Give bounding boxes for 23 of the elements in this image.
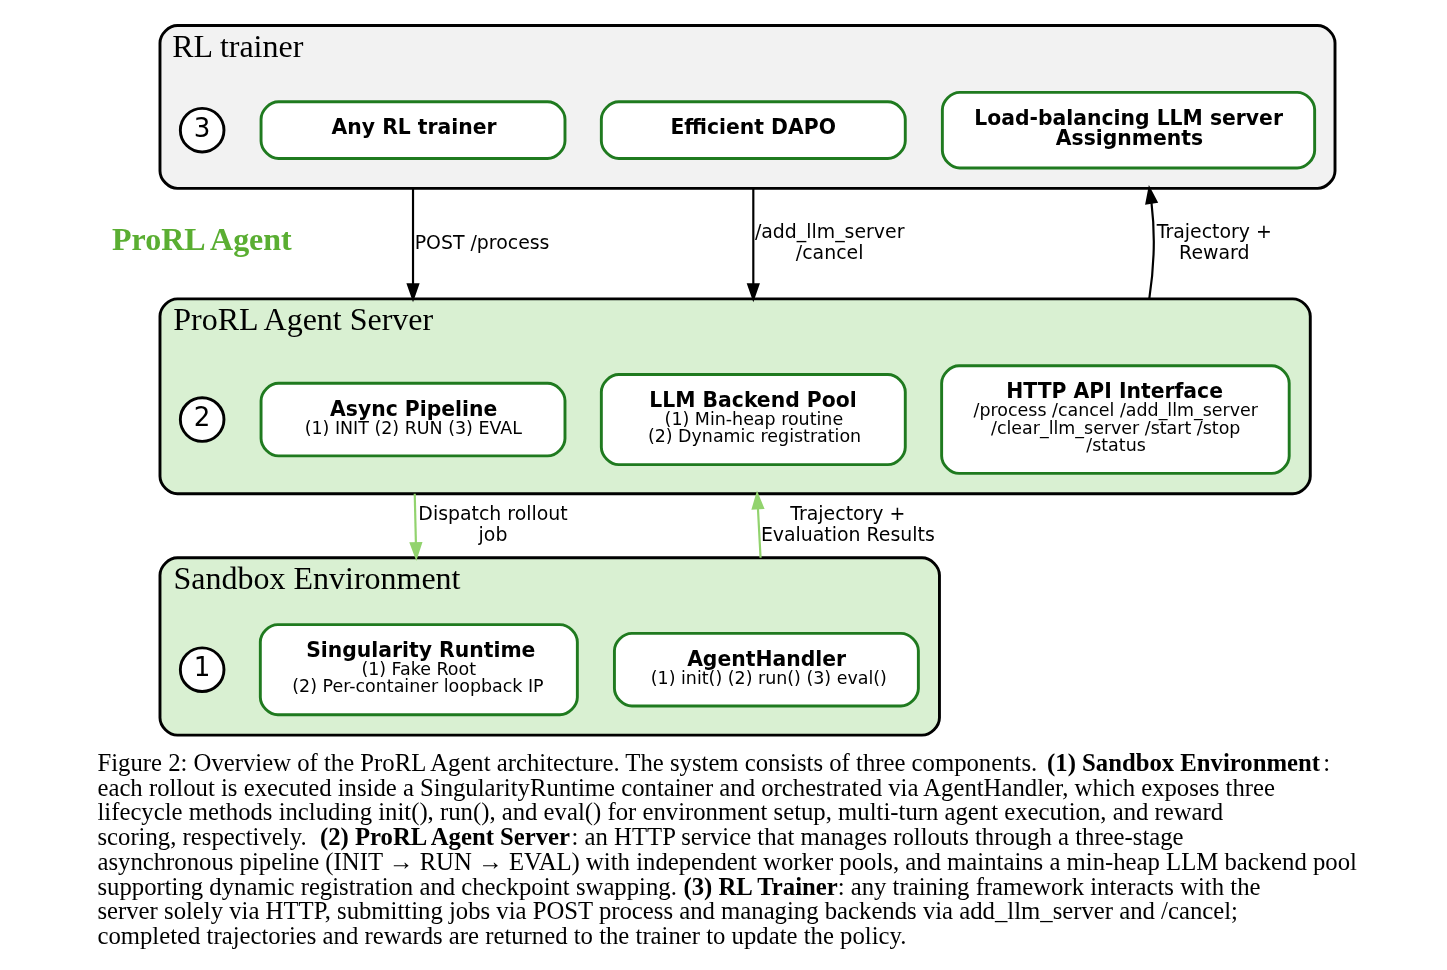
edge-label: Trajectory + Evaluation Results <box>760 502 935 545</box>
label: ProRL Agent <box>111 221 292 258</box>
node-box: Load-balancing LLM server Assignments <box>940 90 1317 170</box>
arrow <box>406 188 420 303</box>
node-box: Async Pipeline (1) INIT (2) RUN (3) EVAL <box>259 381 567 458</box>
caption: Figure 2: Overview of the ProRL Agent architecture. The system consists of three components. (1) Sandbox Environment: each rollout is executed inside a SingularityRuntime container and orchestrated via AgentHandler, which exposes three lifecycle methods including init(), run(), and eval() for environment setup, multi-turn agent execution, and reward scoring, respectively. (2) ProRL Agent Server: an HTTP service that manages rollouts through a three-stage asynchronous pipeline (INIT → RUN → EVAL) with independent worker pools, and maintains a min-heap LLM backend pool supporting dynamic registration and checkpoint swapping. (3) RL Trainer: any training framework interacts with the server solely via HTTP, submitting jobs via POST process and managing backends via add_llm_server and /cancel; completed trajectories and rewards are returned to the trainer to update the policy. <box>97 748 1357 949</box>
node-box: Efficient DAPO <box>599 100 907 160</box>
edge-label: POST /process <box>414 230 550 253</box>
arrow <box>1145 185 1159 299</box>
node-box: Singularity Runtime (1) Fake Root (2) Per-container loopback IP <box>258 623 579 717</box>
arrow <box>751 490 765 558</box>
node-circle: 1 <box>178 646 226 693</box>
node-circle: 3 <box>178 106 226 154</box>
node-box: AgentHandler (1) init() (2) run() (3) eval() <box>612 631 920 708</box>
node-circle: 2 <box>178 396 226 443</box>
edge-label: /add_llm_server /cancel <box>754 220 905 263</box>
edge-label: Trajectory + Reward <box>1156 220 1272 263</box>
arrow <box>409 493 423 561</box>
arrow <box>746 188 760 303</box>
node-box: HTTP API Interface /process /cancel /add_llm_server /clear_llm_server /start /stop /status <box>940 364 1291 475</box>
node-box: Any RL trainer <box>259 100 567 160</box>
node-box: LLM Backend Pool (1) Min-heap routine (2) Dynamic registration <box>599 373 907 467</box>
edge-label: Dispatch rollout job <box>418 502 568 545</box>
